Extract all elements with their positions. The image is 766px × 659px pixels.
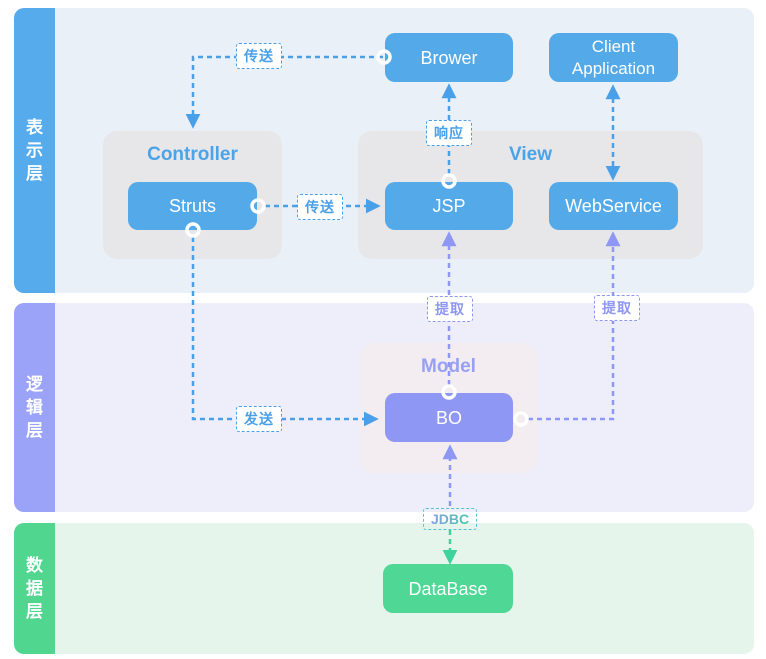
edge-label-extract-right: 提取 — [594, 295, 640, 321]
edge-label-transmit-top: 传送 — [236, 43, 282, 69]
node-bo: BO — [385, 393, 513, 442]
view-group-title: View — [509, 144, 552, 165]
model-group-title: Model — [421, 356, 476, 377]
node-client-application: Client Application — [549, 33, 678, 82]
data-layer-label: 数据层 — [26, 556, 43, 621]
node-webservice: WebService — [549, 182, 678, 230]
node-jsp: JSP — [385, 182, 513, 230]
edge-label-send: 发送 — [236, 406, 282, 432]
logic-layer-tab: 逻辑层 — [14, 303, 55, 512]
presentation-layer-label: 表示层 — [26, 118, 43, 183]
node-database: DataBase — [383, 564, 513, 613]
controller-group-title: Controller — [147, 144, 238, 165]
presentation-layer-tab: 表示层 — [14, 8, 55, 293]
data-layer-tab: 数据层 — [14, 523, 55, 654]
edge-label-jdbc: JDBC — [422, 508, 478, 530]
edge-label-transmit-mid: 传送 — [297, 194, 343, 220]
node-struts: Struts — [128, 182, 257, 230]
logic-layer-label: 逻辑层 — [26, 375, 43, 440]
edge-label-response: 响应 — [426, 120, 472, 146]
edge-label-extract-left: 提取 — [427, 296, 473, 322]
node-brower: Brower — [385, 33, 513, 82]
